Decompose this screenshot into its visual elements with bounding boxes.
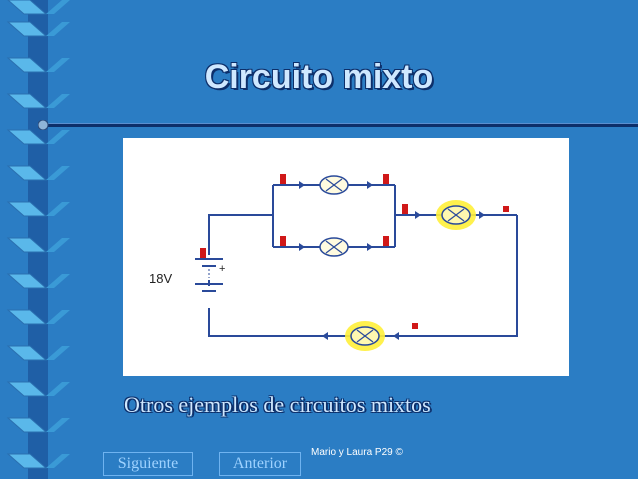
terminal-marker	[200, 248, 206, 258]
terminal-marker	[412, 323, 418, 329]
lamp-icon-parallel-top	[319, 175, 349, 195]
previous-button[interactable]: Anterior	[219, 452, 301, 476]
voltage-label: 18V	[149, 271, 172, 286]
title-rule	[38, 120, 638, 130]
terminal-marker	[280, 174, 286, 184]
terminal-marker	[383, 236, 389, 246]
lamp-icon-parallel-bottom	[319, 237, 349, 257]
lamp-icon-series-lit	[436, 200, 476, 230]
terminal-marker	[383, 174, 389, 184]
battery-icon	[195, 258, 223, 292]
current-arrows	[299, 181, 485, 340]
circuit-diagram: + 18V	[149, 174, 518, 351]
next-button[interactable]: Siguiente	[103, 452, 193, 476]
terminal-markers	[200, 174, 509, 329]
lamp-icon-return-lit	[345, 321, 385, 351]
slide-subtitle: Otros ejemplos de circuitos mixtos	[124, 392, 431, 417]
terminal-marker	[503, 206, 509, 212]
slide-title: Circuito mixto	[204, 58, 434, 96]
circuit-diagram-panel: + 18V	[123, 138, 569, 376]
terminal-marker	[402, 204, 408, 214]
terminal-marker	[280, 236, 286, 246]
battery-plus-sign: +	[219, 263, 225, 275]
author-credit: Mario y Laura P29 ©	[311, 447, 403, 458]
